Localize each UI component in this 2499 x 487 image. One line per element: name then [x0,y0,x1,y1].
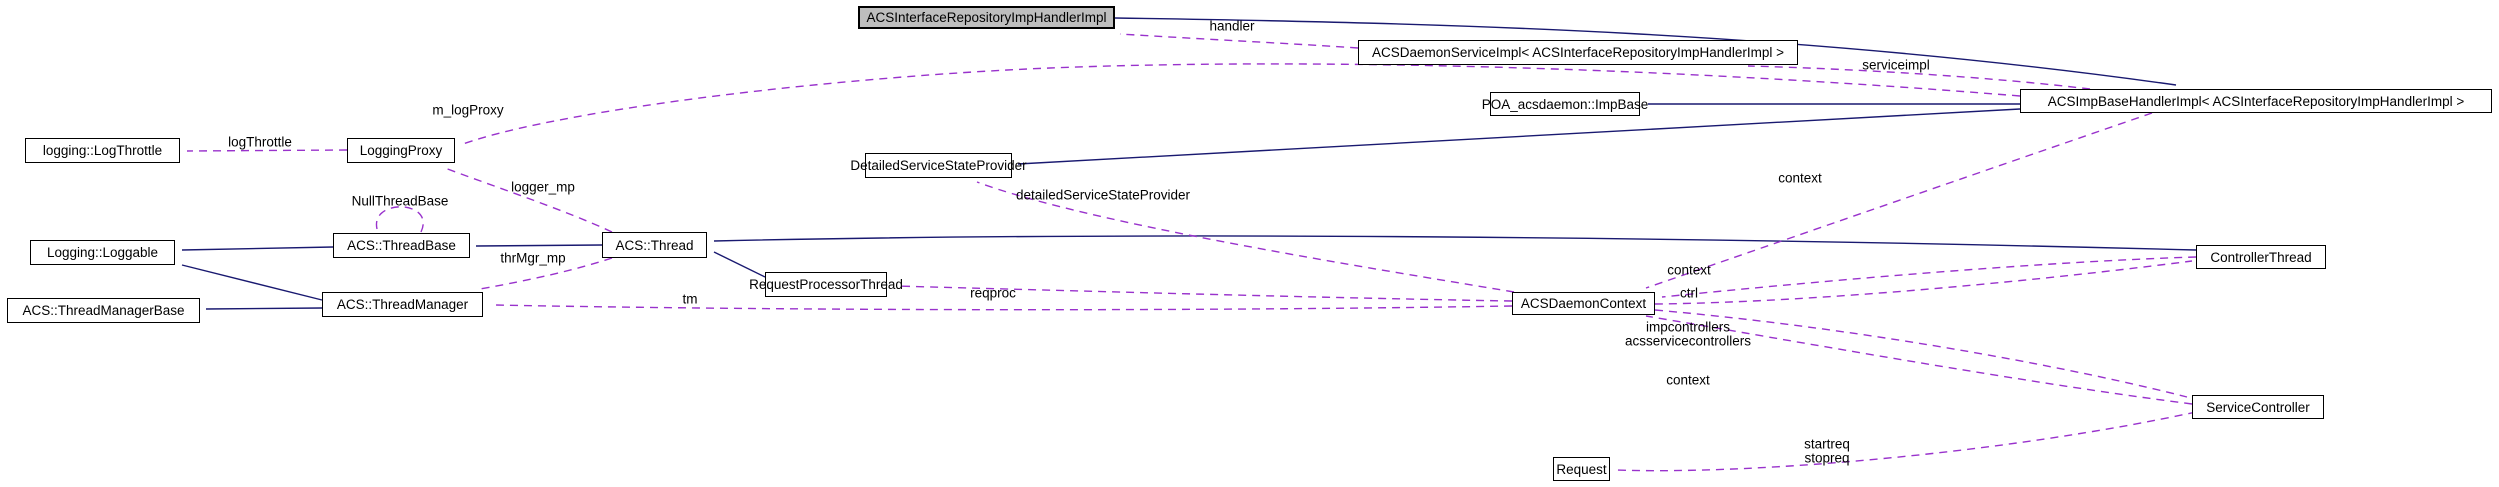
edge-loggingproxy-to-logthrottle [186,149,348,152]
edge-threadbase-selfloop [375,206,424,233]
edge-label-context-servicecontroller: context [1666,372,1710,388]
edge-label-tm: tm [682,291,698,307]
edge-controllerthread-to-thread [713,235,2197,251]
node-request[interactable]: Request [1553,457,1610,481]
edge-thread-to-threadmanager [479,257,613,290]
edge-label-startreq: startreq [1804,436,1850,452]
node-servicecontroller[interactable]: ServiceController [2192,395,2324,419]
node-requestprocessorthread[interactable]: RequestProcessorThread [749,272,903,297]
edge-label-logthrottle: logThrottle [228,134,292,150]
node-acsimpbasehandlerimpl[interactable]: ACSImpBaseHandlerImpl< ACSInterfaceRepos… [2020,89,2492,113]
edge-acsimpbase-to-acsdaemonserviceimpl [1747,65,2091,90]
edge-label-impcontrollers: impcontrollers [1645,319,1731,335]
edge-threadmanager-to-loggable [181,264,323,301]
edge-requestprocessorthread-to-thread [713,251,766,278]
node-detailedservicestateprovider[interactable]: DetailedServiceStateProvider [850,153,1027,178]
edge-acsimpbase-to-acsdaemoncontext [1645,112,2153,289]
edge-label-reqproc: reqproc [970,285,1016,301]
edge-label-nullthreadbase: NullThreadBase [351,193,449,209]
edge-label-serviceimpl: serviceimpl [1862,57,1930,73]
node-acsdaemoncontext[interactable]: ACSDaemonContext [1512,292,1655,315]
edge-main-to-acsimpbasehandlerimpl [1114,17,2177,86]
edge-acsimpbase-to-loggingproxy [462,63,2021,145]
edge-acsdaemoncontext-to-controllerthread [1654,260,2193,305]
node-threadmanager[interactable]: ACS::ThreadManager [322,292,483,317]
edge-label-context-top: context [1778,170,1822,186]
edge-servicecontroller-to-request [1614,411,2197,472]
edge-label-thrmgr-mp: thrMgr_mp [500,250,566,266]
edge-acsdaemonserviceimpl-to-main [1119,33,1359,49]
node-loggable[interactable]: Logging::Loggable [30,240,175,265]
edge-acsdaemoncontext-to-detailedservicestateprovider [976,181,1515,293]
node-loggingproxy[interactable]: LoggingProxy [347,138,455,163]
edge-label-handler: handler [1209,18,1255,34]
node-poa-impbase[interactable]: POA_acsdaemon::ImpBase [1482,92,1648,116]
edge-servicecontroller-to-acsdaemoncontext [1645,315,2193,405]
edge-acsdaemoncontext-to-servicecontroller [1654,309,2188,398]
edge-label-context-controllerthread: context [1667,262,1711,278]
edge-label-acsservicecontrollers: acsservicecontrollers [1624,333,1752,349]
edge-label-m-logproxy: m_logProxy [432,102,504,118]
node-acsdaemonserviceimpl[interactable]: ACSDaemonServiceImpl< ACSInterfaceReposi… [1358,40,1798,65]
edge-acsimpbase-to-detailedservicestateprovider [1017,108,2021,165]
edge-label-detailedservicestateprovider: detailedServiceStateProvider [1015,187,1191,203]
edge-thread-to-threadbase [475,244,603,247]
edge-threadbase-to-loggable [181,246,334,251]
edge-threadmanager-to-threadmanagerbase [205,307,323,310]
edge-label-stopreq: stopreq [1804,450,1850,466]
node-controllerthread[interactable]: ControllerThread [2196,245,2326,269]
node-main-acsinterfacerepositoryimphandlerimpl: ACSInterfaceRepositoryImpHandlerImpl [858,6,1115,29]
edge-thread-to-loggingproxy [444,167,613,233]
edge-acsdaemoncontext-to-requestprocessorthread [895,285,1513,302]
edge-label-logger-mp: logger_mp [511,179,575,195]
node-threadbase[interactable]: ACS::ThreadBase [333,233,470,258]
edge-acsdaemoncontext-to-threadmanager [495,304,1513,311]
edge-label-ctrl: ctrl [1680,285,1698,301]
node-logthrottle[interactable]: logging::LogThrottle [25,138,180,163]
node-threadmanagerbase[interactable]: ACS::ThreadManagerBase [7,298,200,323]
edge-controllerthread-to-acsdaemoncontext [1661,256,2197,298]
node-thread[interactable]: ACS::Thread [602,232,707,258]
